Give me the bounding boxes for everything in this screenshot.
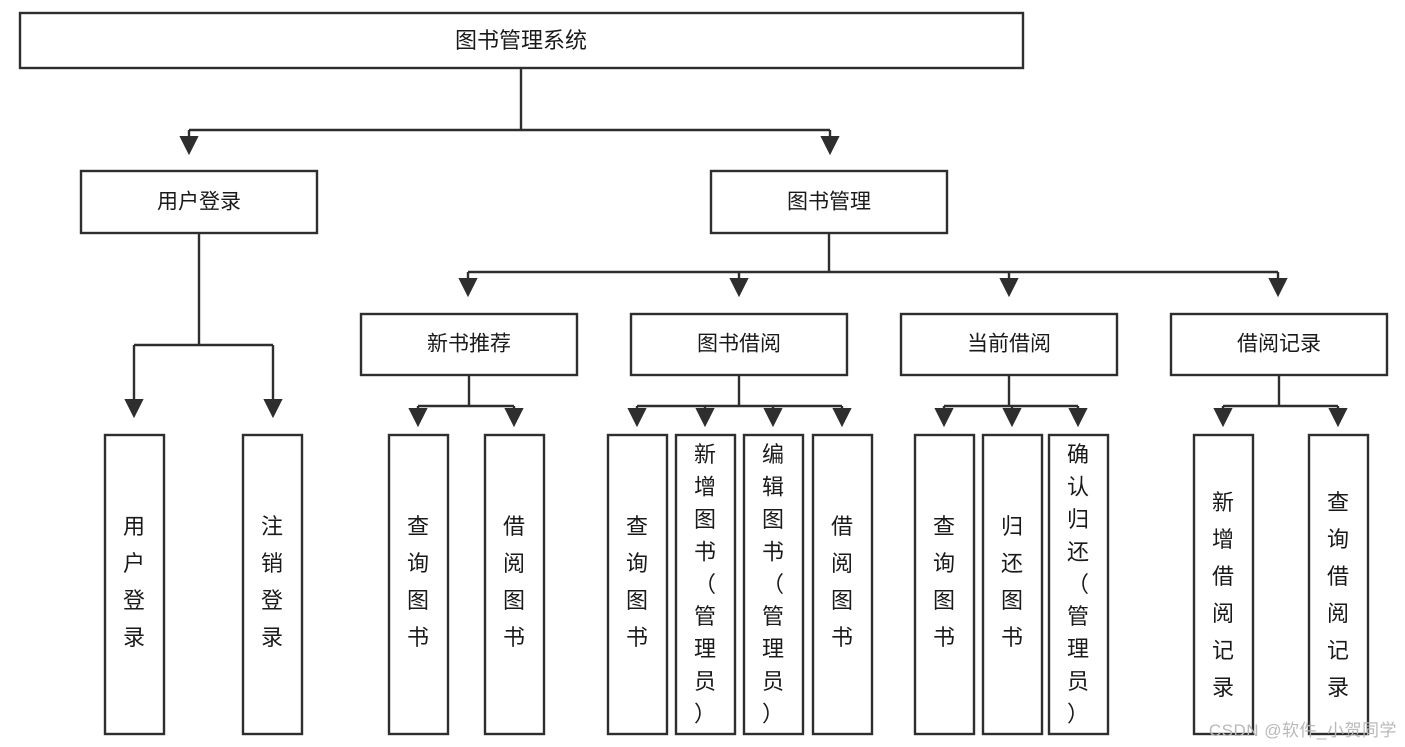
leaf-current-borrow-query-label: 查询图书	[933, 514, 955, 650]
leaf-new-book-borrow-label: 借阅图书	[503, 514, 525, 650]
node-current-borrow-label: 当前借阅	[967, 333, 1051, 356]
leaf-user-login-logout-box	[241, 433, 304, 736]
connector-book-management-to-level2	[458, 233, 1288, 298]
leaf-book-borrow-query-label: 查询图书	[626, 514, 648, 650]
connector-current-borrow-to-leaves	[934, 375, 1088, 428]
leaf-borrow-record-query-box	[1307, 433, 1370, 736]
leaf-new-book-query[interactable]: 查询图书	[387, 433, 450, 736]
node-user-login-label: 用户登录	[157, 191, 241, 214]
leaf-new-book-borrow-box	[483, 433, 546, 736]
leaf-user-login-logout[interactable]: 注销登录	[241, 433, 304, 736]
node-new-book-recommend-box	[359, 312, 579, 377]
node-root[interactable]: 图书管理系统	[18, 11, 1025, 70]
leaf-book-borrow-query[interactable]: 查询图书	[606, 433, 669, 736]
node-current-borrow-box	[899, 312, 1119, 377]
leaf-book-borrow-edit-box	[742, 433, 805, 736]
leaf-book-borrow-borrow-box	[811, 433, 874, 736]
connector-borrow-record-to-leaves	[1213, 375, 1348, 428]
leaf-new-book-query-box	[387, 433, 450, 736]
connector-user-login-to-leaves	[124, 233, 283, 419]
node-new-book-recommend[interactable]: 新书推荐	[359, 312, 579, 377]
leaf-borrow-record-query[interactable]: 查询借阅记录	[1307, 433, 1370, 736]
node-book-management-label: 图书管理	[787, 191, 871, 214]
leaf-current-borrow-query-box	[913, 433, 976, 736]
leaf-new-book-query-label: 查询图书	[407, 514, 429, 650]
leaf-new-book-borrow[interactable]: 借阅图书	[483, 433, 546, 736]
leaf-current-borrow-query[interactable]: 查询图书	[913, 433, 976, 736]
node-book-borrow[interactable]: 图书借阅	[629, 312, 849, 377]
leaf-borrow-record-add-box	[1192, 433, 1255, 736]
node-book-borrow-label: 图书借阅	[697, 333, 781, 356]
leaf-book-borrow-borrow[interactable]: 借阅图书	[811, 433, 874, 736]
leaf-book-borrow-add-box	[674, 433, 737, 736]
leaf-current-borrow-return[interactable]: 归还图书	[981, 433, 1044, 736]
leaf-user-login-logout-label: 注销登录	[261, 514, 283, 650]
leaf-book-borrow-add[interactable]: 新增图书（管理员）	[674, 433, 737, 736]
node-book-management[interactable]: 图书管理	[709, 169, 949, 235]
leaf-borrow-record-add-label: 新增借阅记录	[1212, 490, 1234, 700]
leaf-borrow-record-add[interactable]: 新增借阅记录	[1192, 433, 1255, 736]
connector-new-book-recommend-to-leaves	[408, 375, 524, 428]
leaf-borrow-record-query-label: 查询借阅记录	[1327, 490, 1349, 700]
leaf-current-borrow-return-label: 归还图书	[1001, 514, 1023, 650]
leaf-current-borrow-return-box	[981, 433, 1044, 736]
leaf-current-borrow-confirm-box	[1047, 433, 1110, 736]
leaf-user-login-login-box	[103, 433, 166, 736]
leaf-book-borrow-query-box	[606, 433, 669, 736]
leaf-book-borrow-add-label: 新增图书（管理员）	[694, 442, 716, 727]
leaf-book-borrow-edit-label: 编辑图书（管理员）	[762, 442, 784, 727]
leaf-book-borrow-edit[interactable]: 编辑图书（管理员）	[742, 433, 805, 736]
node-borrow-record-label: 借阅记录	[1237, 333, 1321, 356]
leaf-book-borrow-borrow-label: 借阅图书	[831, 514, 853, 650]
leaf-current-borrow-confirm[interactable]: 确认归还（管理员）	[1047, 433, 1110, 736]
node-new-book-recommend-label: 新书推荐	[427, 333, 511, 356]
leaf-user-login-login[interactable]: 用户登录	[103, 433, 166, 736]
node-root-label: 图书管理系统	[455, 28, 587, 53]
node-borrow-record[interactable]: 借阅记录	[1169, 312, 1389, 377]
node-current-borrow[interactable]: 当前借阅	[899, 312, 1119, 377]
node-user-login[interactable]: 用户登录	[79, 169, 319, 235]
leaf-current-borrow-confirm-label: 确认归还（管理员）	[1067, 442, 1089, 727]
leaf-user-login-login-label: 用户登录	[123, 514, 145, 650]
node-user-login-box	[79, 169, 319, 235]
connector-book-borrow-to-leaves	[627, 375, 852, 428]
csdn-watermark: CSDN @软件_小贺同学	[1208, 721, 1397, 740]
connector-root-to-level1	[179, 68, 840, 156]
node-root-box	[18, 11, 1025, 70]
